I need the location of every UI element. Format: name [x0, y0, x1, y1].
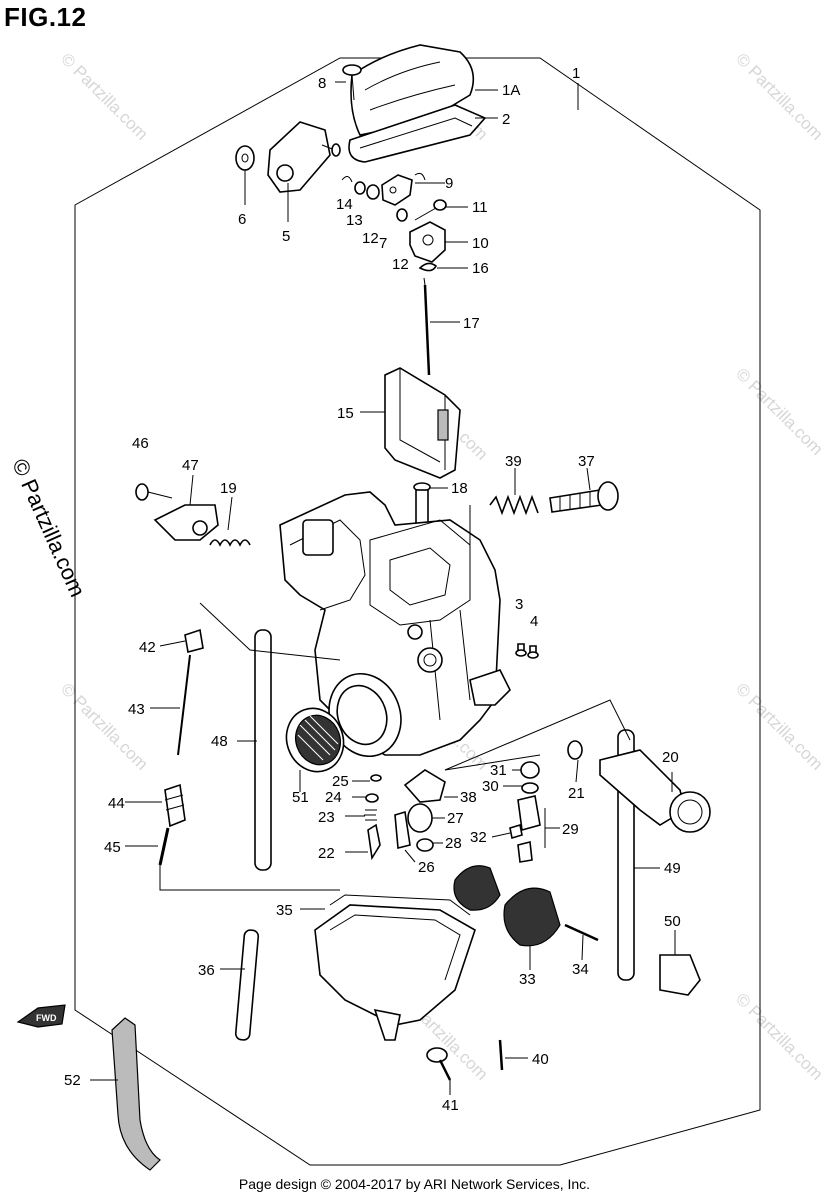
callout-label: 46	[132, 435, 149, 452]
figure-title: FIG.12	[4, 2, 87, 32]
spring-part	[489, 494, 539, 516]
callout-label: 25	[332, 773, 349, 790]
callout-label: 6	[238, 211, 246, 228]
callout-label: 1	[572, 65, 580, 82]
callout-label: 1A	[502, 82, 520, 99]
callout-label: 33	[519, 971, 536, 988]
watermark-faint: © Partzilla.com	[732, 49, 826, 143]
callout-label: 28	[445, 835, 462, 852]
watermark-faint: © Partzilla.com	[57, 49, 151, 143]
throttle-valve-part	[384, 367, 461, 479]
fwd-arrow-icon: FWD	[16, 1004, 66, 1028]
callout-label: 22	[318, 845, 335, 862]
callout-label: 50	[664, 913, 681, 930]
callout-label: 47	[182, 457, 199, 474]
callout-label: 37	[578, 453, 595, 470]
callout-label: 16	[472, 260, 489, 277]
needle-holder-part	[409, 199, 447, 263]
callout-label: 35	[276, 902, 293, 919]
callout-label: 8	[318, 75, 326, 92]
assembly-outline	[74, 57, 761, 1166]
callout-label: 51	[292, 789, 309, 806]
watermark-faint: © Partzilla.com	[732, 989, 826, 1083]
callout-label: 30	[482, 778, 499, 795]
bowl-screws-part	[426, 1039, 504, 1081]
callout-label: 45	[104, 839, 121, 856]
drain-pipe-part	[234, 929, 260, 1041]
watermark-faint: © Partzilla.com	[57, 679, 151, 773]
callout-label: 17	[463, 315, 480, 332]
callout-label: 29	[562, 821, 579, 838]
callout-label: 52	[64, 1072, 81, 1089]
callout-label: 19	[220, 480, 237, 497]
callout-label: 31	[490, 762, 507, 779]
callout-label: 12	[362, 230, 379, 247]
washer-part	[235, 145, 255, 171]
callout-label: 15	[337, 405, 354, 422]
starter-plunger-part	[567, 740, 711, 833]
intake-bore-part	[328, 672, 402, 758]
callout-label: 3	[515, 596, 523, 613]
cable-bracket-part	[135, 483, 219, 541]
callout-label: 36	[198, 962, 215, 979]
clip-part	[418, 262, 438, 272]
callout-labels: 1 1A 3 4 5 6 7 8 9 10 11 12 12 13 14 15 …	[64, 65, 681, 1114]
callout-label: 38	[460, 789, 477, 806]
callout-label: 40	[532, 1051, 549, 1068]
callout-label: 18	[451, 480, 468, 497]
callout-label: 14	[336, 196, 353, 213]
callout-label: 49	[664, 860, 681, 877]
callout-label: 5	[282, 228, 290, 245]
callout-label: 48	[211, 733, 228, 750]
assembly-reference-lines	[159, 505, 631, 891]
screw-part	[342, 64, 362, 101]
callout-label: 43	[128, 701, 145, 718]
fwd-label: FWD	[36, 1013, 57, 1023]
callout-label: 12	[392, 256, 409, 273]
leader-lines	[90, 81, 676, 1095]
vent-tube-parts	[158, 628, 272, 871]
throttle-bracket-part	[267, 121, 341, 193]
callout-label: 32	[470, 829, 487, 846]
jet-needle-part	[423, 277, 431, 376]
jet-parts	[364, 761, 541, 863]
callout-label: 27	[447, 810, 464, 827]
float-bowl-part	[314, 894, 476, 1041]
callout-label: 13	[346, 212, 363, 229]
callout-label: 41	[442, 1097, 459, 1114]
top-cover-part	[348, 44, 487, 163]
callout-label: 34	[572, 961, 589, 978]
float-part	[453, 865, 599, 947]
adjuster-screw-part	[549, 481, 619, 513]
callout-label: 9	[445, 175, 453, 192]
callout-label: 21	[568, 785, 585, 802]
watermark-faint: © Partzilla.com	[732, 364, 826, 458]
callout-label: 24	[325, 789, 342, 806]
callout-label: 4	[530, 613, 538, 630]
callout-label: 7	[379, 235, 387, 252]
throttle-stop-spring-part	[209, 539, 251, 547]
callout-label: 39	[505, 453, 522, 470]
callout-label: 2	[502, 111, 510, 128]
callout-label: 20	[662, 749, 679, 766]
small-screws-part	[515, 643, 539, 659]
callout-label: 44	[108, 795, 125, 812]
callout-label: 10	[472, 235, 489, 252]
callout-label: 26	[418, 859, 435, 876]
callout-label: 11	[472, 199, 488, 216]
mounting-bracket-part	[111, 1017, 161, 1171]
callout-label: 23	[318, 809, 335, 826]
small-hardware-parts	[341, 172, 426, 222]
page-footer: Page design © 2004-2017 by ARI Network S…	[238, 1176, 591, 1192]
callout-label: 42	[139, 639, 156, 656]
watermark-faint: © Partzilla.com	[732, 679, 826, 773]
air-screen-part	[285, 707, 345, 773]
